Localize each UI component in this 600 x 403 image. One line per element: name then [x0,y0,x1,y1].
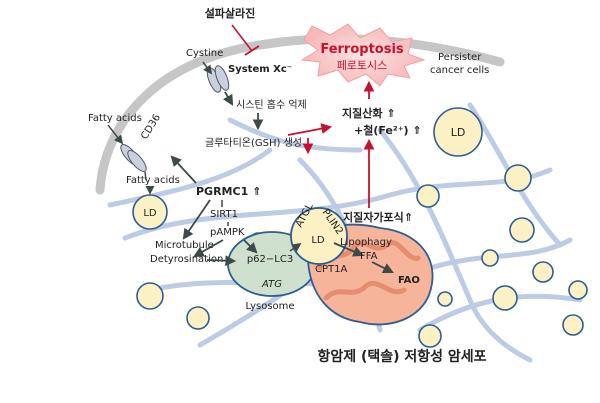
arrow-xc-to-uptake [222,91,234,106]
fao-label: FAO [398,275,420,286]
pgrmc1-label: PGRMC1 ⇑ [196,185,261,198]
drug-inhibition-bar [244,45,260,56]
arrow-ld-to-ffa [333,242,364,257]
cell-membrane [95,34,505,195]
ferroptosis-burst [300,23,426,87]
cd36-transporter [120,144,147,172]
cd36-label: CD36 [139,113,163,142]
lipid-oxidation-label: 지질산화 ⇑ [342,106,396,120]
arrow-cd36-to-fa [144,171,147,181]
atg-label: ATG [261,279,282,290]
lipid-peroxidation-label: 지질자가포식⇑ [343,210,413,224]
arrow-pampk-to-microtubule [193,239,224,258]
arrow-pgrmc1-to-microtubule [182,199,211,240]
cystine-label: Cystine [186,48,223,59]
lipophagy-label: Lipophagy [340,237,392,248]
drug-inhibition-line [231,24,253,52]
p62-lc3-label: p62−LC3 [247,254,293,265]
cystine-uptake-label: 시스틴 흡수 억제 [236,98,307,111]
gsh-label: 글루타티온(GSH) 생성 [205,137,302,149]
cpt1a-label: CPT1A [315,264,347,275]
arrow-fa-to-cd36 [107,124,124,145]
fe-label: +철(Fe²⁺) ⇑ [354,123,422,137]
lipid-droplet-atgl [290,207,348,265]
arrow-lysosome-to-ld [289,242,302,252]
microtubule-label-1: Microtubule [155,240,214,251]
arrow-pgrmc1-to-cd36 [170,155,197,184]
sirt1-label: SIRT1 [210,209,238,220]
ld-label-large: LD [451,126,466,139]
arrow-microtubule-to-lysosome [206,255,237,267]
microtubule-label-2: Detyrosination [150,254,223,265]
ld-label-atgl: LD [311,235,325,246]
ferroptosis-label-ko: 페로토시스 [337,59,388,72]
arrow-gsh-to-oxidation [287,123,333,136]
ffa-label: FFA [360,251,378,262]
drug-label: 설파살라진 [205,6,256,20]
lysosome-label: Lysosome [245,301,294,312]
ld-label-small: LD [143,208,157,219]
persister-label-2: cancer cells [430,65,489,76]
fatty-acids-inner-label: Fatty acids [126,175,180,186]
fatty-acids-outer-label: Fatty acids [88,113,142,124]
pampk-label: pAMPK [210,227,245,238]
system-xc-label: System Xc⁻ [228,64,292,75]
lipid-droplets [132,107,588,348]
ferroptosis-label: Ferroptosis [320,42,404,57]
diagram-title: 항암제 (택솔) 저항성 암세포 [317,348,486,365]
arrow-pampk-to-lysosome [243,239,258,254]
cystine-uptake-arrow [202,61,213,75]
arrow-ffa-to-fao [371,261,394,273]
persister-label-1: Persister [438,52,482,63]
